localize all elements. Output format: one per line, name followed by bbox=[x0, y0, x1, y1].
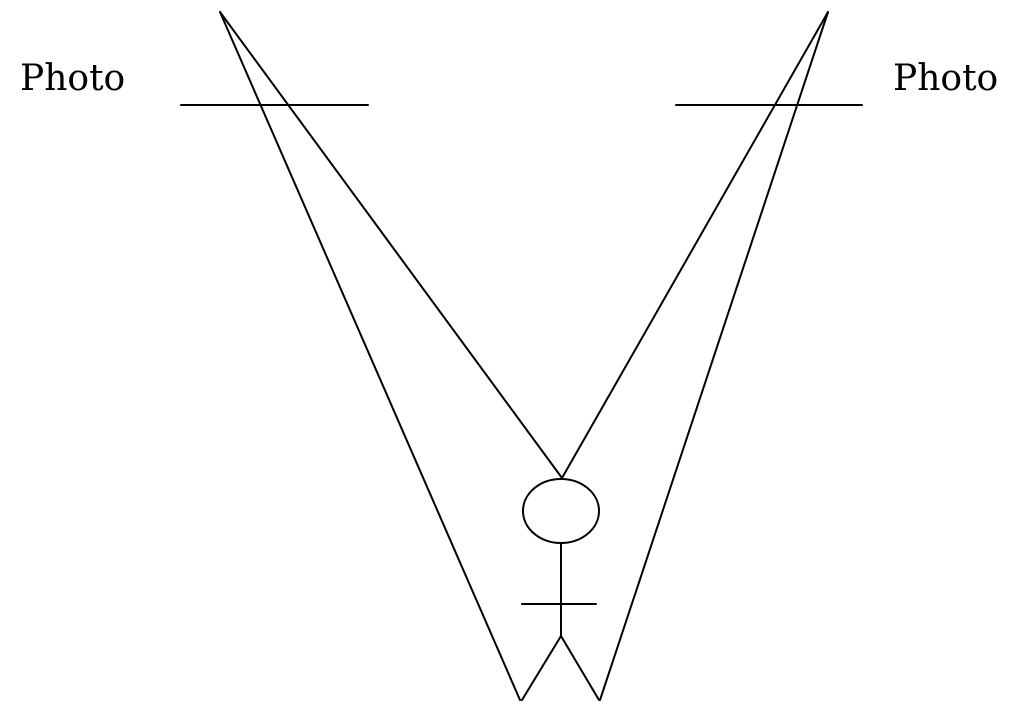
right-photo-label: Photo bbox=[893, 58, 998, 99]
left-outer-ray bbox=[220, 12, 520, 700]
right-outer-ray bbox=[600, 12, 828, 700]
left-photo-label: Photo bbox=[20, 58, 125, 99]
figure-head bbox=[523, 479, 599, 543]
figure-right-leg bbox=[561, 636, 599, 700]
left-inner-ray bbox=[220, 12, 562, 478]
figure-left-leg bbox=[522, 636, 561, 700]
stick-figure bbox=[522, 479, 599, 700]
right-inner-ray bbox=[562, 12, 828, 478]
